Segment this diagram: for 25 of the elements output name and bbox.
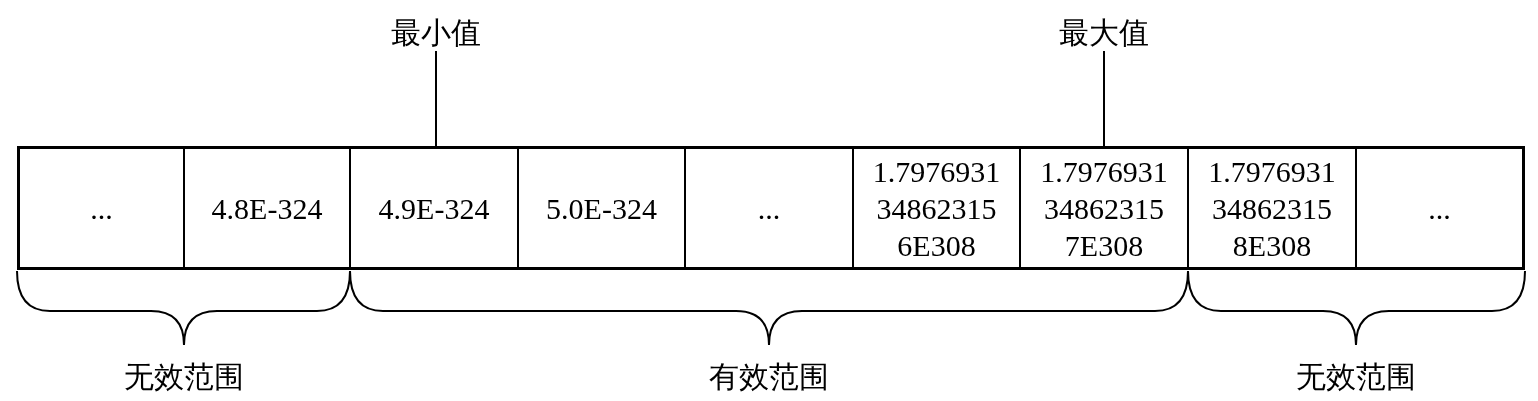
range-label: 无效范围 — [124, 359, 244, 395]
value-cell — [184, 146, 350, 270]
value-text: 1.7976931 34862315 6E308 — [871, 153, 1002, 264]
leader-line — [1103, 50, 1105, 147]
value-cell — [350, 146, 518, 270]
callout-label: 最小值 — [391, 15, 481, 51]
leader-line — [435, 50, 437, 147]
value-cell — [853, 146, 1020, 270]
value-text: 1.7976931 34862315 7E308 — [1039, 153, 1169, 264]
value-text: 1.7976931 34862315 8E308 — [1207, 153, 1337, 264]
ellipsis-text: ... — [757, 190, 781, 227]
callout-label: 最大值 — [1059, 15, 1149, 51]
value-cell — [518, 146, 685, 270]
value-cell — [1188, 146, 1356, 270]
value-cell — [1356, 146, 1525, 270]
value-cell — [685, 146, 853, 270]
value-text: 5.0E-324 — [546, 190, 657, 227]
value-text: 4.9E-324 — [378, 190, 490, 227]
value-text: 4.8E-324 — [211, 190, 323, 227]
value-cell — [17, 146, 184, 270]
range-label: 无效范围 — [1296, 359, 1416, 395]
value-cell — [1020, 146, 1188, 270]
range-label: 有效范围 — [709, 359, 829, 395]
ellipsis-text: ... — [1428, 190, 1451, 227]
ellipsis-text: ... — [90, 190, 113, 227]
